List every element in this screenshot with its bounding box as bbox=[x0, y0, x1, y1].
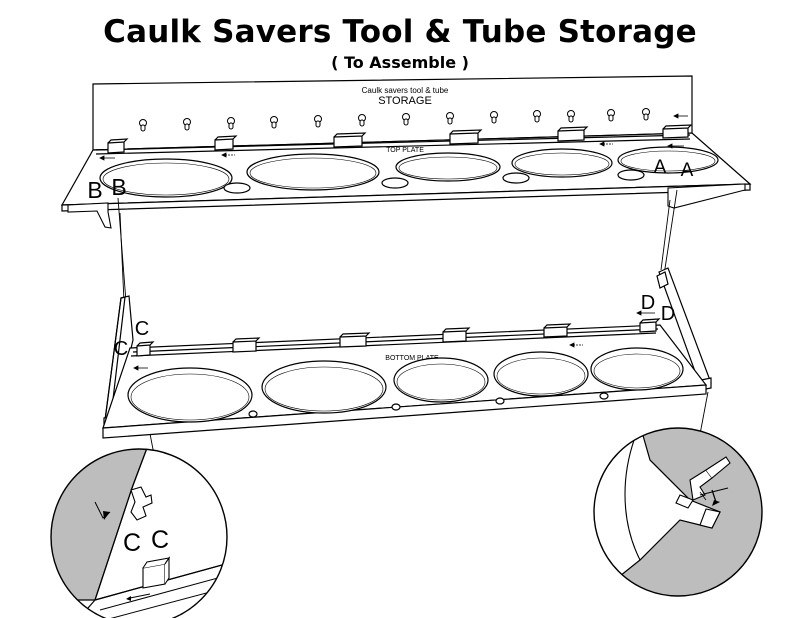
tool-hole bbox=[617, 169, 645, 181]
tab bbox=[639, 318, 661, 333]
tab bbox=[557, 126, 589, 142]
detail-circle-right bbox=[593, 427, 763, 597]
tube-hole bbox=[617, 146, 719, 174]
tab bbox=[543, 323, 572, 338]
tube-hole bbox=[246, 153, 380, 191]
tool-hole bbox=[381, 177, 409, 189]
tab bbox=[136, 341, 155, 357]
keyhole-slot bbox=[446, 112, 454, 125]
callout-c: C bbox=[114, 338, 128, 360]
callout-a: A bbox=[681, 160, 694, 181]
callout-d: D bbox=[661, 303, 675, 325]
keyhole-slot bbox=[139, 119, 147, 132]
callout-d: D bbox=[641, 292, 655, 314]
tab bbox=[107, 138, 129, 154]
page-title: Caulk Savers Tool & Tube Storage bbox=[103, 14, 697, 50]
keyhole-slot bbox=[402, 113, 410, 126]
callout-c: C bbox=[135, 318, 149, 340]
keyhole-slot bbox=[358, 114, 366, 127]
callout-a: A bbox=[654, 157, 667, 178]
tool-hole bbox=[502, 172, 530, 184]
top-caption-line1: Caulk savers tool & tube bbox=[362, 86, 449, 95]
tube-hole bbox=[395, 152, 501, 182]
page-subtitle: ( To Assemble ) bbox=[331, 53, 469, 72]
keyhole-slot bbox=[314, 115, 322, 128]
keyhole-slot bbox=[183, 118, 191, 131]
top-plate-label: TOP PLATE bbox=[386, 147, 424, 154]
tube-hole bbox=[99, 158, 233, 198]
top-plate-holes bbox=[99, 146, 719, 198]
detail-circle-left bbox=[50, 448, 228, 618]
keyhole-slot bbox=[490, 111, 498, 124]
right-bracket bbox=[667, 183, 746, 209]
tab bbox=[339, 332, 371, 348]
top-direction-arrows bbox=[99, 113, 688, 161]
callout-b: B bbox=[87, 177, 102, 203]
detail-callout-c: C bbox=[151, 526, 169, 554]
tool-hole bbox=[599, 392, 609, 400]
keyhole-slot bbox=[270, 116, 278, 129]
keyhole-slots bbox=[139, 108, 650, 132]
tube-hole bbox=[590, 347, 684, 391]
tool-hole bbox=[248, 410, 258, 418]
tube-hole bbox=[511, 148, 613, 178]
tool-hole bbox=[223, 182, 251, 194]
bottom-plate-label: BOTTOM PLATE bbox=[385, 355, 439, 362]
top-tabs bbox=[107, 124, 693, 154]
tab bbox=[232, 337, 261, 353]
tab bbox=[449, 129, 483, 145]
keyhole-slot bbox=[533, 110, 541, 123]
tube-hole bbox=[393, 357, 489, 403]
keyhole-slot bbox=[607, 109, 615, 122]
tab bbox=[662, 124, 693, 139]
bottom-tabs bbox=[136, 318, 661, 357]
bottom-plate-holes bbox=[127, 347, 684, 423]
keyhole-slot bbox=[567, 110, 575, 123]
detail-callout-c: C bbox=[123, 529, 141, 557]
top-caption-line2: STORAGE bbox=[378, 95, 432, 107]
tube-hole bbox=[493, 351, 589, 397]
keyhole-slot bbox=[642, 108, 650, 121]
left-bracket bbox=[67, 202, 112, 229]
tab bbox=[333, 132, 367, 148]
tool-hole bbox=[391, 403, 401, 411]
bottom-direction-arrows bbox=[133, 310, 655, 371]
keyhole-slot bbox=[227, 117, 235, 130]
tab bbox=[442, 327, 471, 343]
callout-b: B bbox=[111, 174, 126, 200]
top-side-brackets bbox=[67, 183, 746, 229]
tool-hole bbox=[495, 397, 505, 405]
tab bbox=[214, 135, 238, 151]
tube-hole bbox=[261, 360, 387, 414]
tube-hole bbox=[127, 367, 253, 423]
